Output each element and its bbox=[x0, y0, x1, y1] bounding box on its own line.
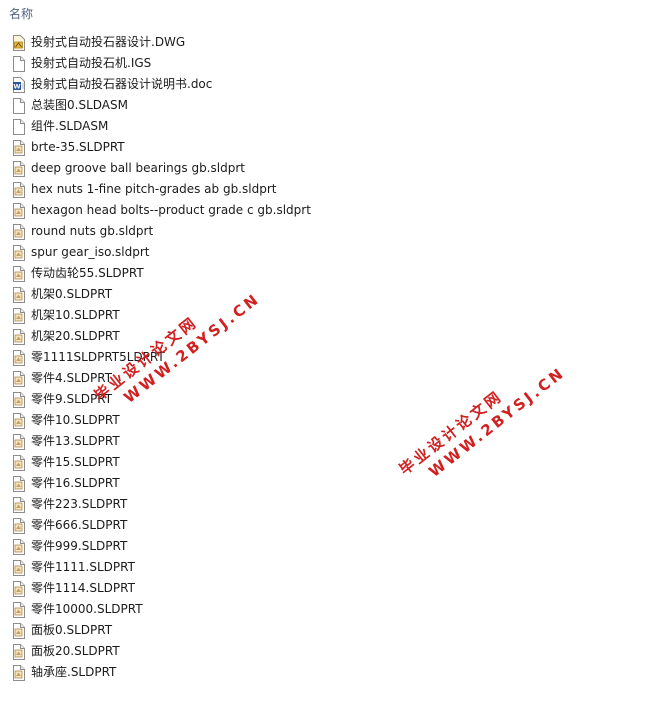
sldprt-file-icon bbox=[12, 433, 25, 450]
file-row[interactable]: 传动齿轮55.SLDPRT bbox=[0, 263, 667, 284]
blank-file-icon bbox=[12, 55, 25, 72]
file-name: hexagon head bolts--product grade c gb.s… bbox=[31, 203, 311, 217]
file-row[interactable]: brte-35.SLDPRT bbox=[0, 137, 667, 158]
sldprt-file-icon bbox=[12, 454, 25, 471]
sldprt-file-icon bbox=[12, 496, 25, 513]
file-name: 零件4.SLDPRT bbox=[31, 371, 113, 385]
file-name: 总装图0.SLDASM bbox=[31, 98, 128, 112]
file-name: brte-35.SLDPRT bbox=[31, 140, 125, 154]
file-row[interactable]: 总装图0.SLDASM bbox=[0, 95, 667, 116]
name-column-header[interactable]: 名称 bbox=[9, 7, 34, 21]
file-row[interactable]: 机架10.SLDPRT bbox=[0, 305, 667, 326]
sldprt-file-icon bbox=[12, 265, 25, 282]
file-name: 零件15.SLDPRT bbox=[31, 455, 120, 469]
sldprt-file-icon bbox=[12, 349, 25, 366]
file-name: 机架10.SLDPRT bbox=[31, 308, 120, 322]
file-name: 投射式自动投石机.IGS bbox=[31, 56, 152, 70]
file-name: 传动齿轮55.SLDPRT bbox=[31, 266, 144, 280]
sldprt-file-icon bbox=[12, 559, 25, 576]
file-name: 零件999.SLDPRT bbox=[31, 539, 128, 553]
sldprt-file-icon bbox=[12, 181, 25, 198]
dwg-file-icon bbox=[12, 34, 25, 51]
file-name: 零件666.SLDPRT bbox=[31, 518, 128, 532]
sldprt-file-icon bbox=[12, 517, 25, 534]
file-name: round nuts gb.sldprt bbox=[31, 224, 154, 238]
sldprt-file-icon bbox=[12, 370, 25, 387]
sldprt-file-icon bbox=[12, 580, 25, 597]
sldprt-file-icon bbox=[12, 643, 25, 660]
file-row[interactable]: 投射式自动投石机.IGS bbox=[0, 53, 667, 74]
file-row[interactable]: W 投射式自动投石器设计说明书.doc bbox=[0, 74, 667, 95]
file-name: 零件10.SLDPRT bbox=[31, 413, 120, 427]
file-row[interactable]: 零件10.SLDPRT bbox=[0, 410, 667, 431]
file-row[interactable]: 零件4.SLDPRT bbox=[0, 368, 667, 389]
file-row[interactable]: 零件9.SLDPRT bbox=[0, 389, 667, 410]
word-doc-icon: W bbox=[12, 76, 25, 93]
file-name: 零件10000.SLDPRT bbox=[31, 602, 143, 616]
file-row[interactable]: deep groove ball bearings gb.sldprt bbox=[0, 158, 667, 179]
file-name: 零件223.SLDPRT bbox=[31, 497, 128, 511]
blank-file-icon bbox=[12, 118, 25, 135]
file-name: 面板20.SLDPRT bbox=[31, 644, 120, 658]
file-row[interactable]: 面板20.SLDPRT bbox=[0, 641, 667, 662]
sldprt-file-icon bbox=[12, 328, 25, 345]
file-name: 零1111SLDPRT5LDPRT bbox=[31, 350, 165, 364]
file-row[interactable]: hexagon head bolts--product grade c gb.s… bbox=[0, 200, 667, 221]
sldprt-file-icon bbox=[12, 601, 25, 618]
sldprt-file-icon bbox=[12, 538, 25, 555]
file-row[interactable]: 零件1111.SLDPRT bbox=[0, 557, 667, 578]
file-name: 零件13.SLDPRT bbox=[31, 434, 120, 448]
file-name: 面板0.SLDPRT bbox=[31, 623, 113, 637]
sldprt-file-icon bbox=[12, 307, 25, 324]
file-name: 零件1111.SLDPRT bbox=[31, 560, 135, 574]
file-name: 机架0.SLDPRT bbox=[31, 287, 113, 301]
file-row[interactable]: 零件1114.SLDPRT bbox=[0, 578, 667, 599]
sldprt-file-icon bbox=[12, 286, 25, 303]
file-name: deep groove ball bearings gb.sldprt bbox=[31, 161, 245, 175]
file-row[interactable]: 机架20.SLDPRT bbox=[0, 326, 667, 347]
file-row[interactable]: 面板0.SLDPRT bbox=[0, 620, 667, 641]
file-name: 组件.SLDASM bbox=[31, 119, 109, 133]
file-list: 投射式自动投石器设计.DWG 投射式自动投石机.IGS W 投射式自动投石器设计说明书… bbox=[0, 32, 667, 683]
file-row[interactable]: round nuts gb.sldprt bbox=[0, 221, 667, 242]
sldprt-file-icon bbox=[12, 223, 25, 240]
sldprt-file-icon bbox=[12, 244, 25, 261]
file-name: spur gear_iso.sldprt bbox=[31, 245, 150, 259]
file-row[interactable]: 机架0.SLDPRT bbox=[0, 284, 667, 305]
file-row[interactable]: 组件.SLDASM bbox=[0, 116, 667, 137]
blank-file-icon bbox=[12, 97, 25, 114]
sldprt-file-icon bbox=[12, 139, 25, 156]
file-row[interactable]: 零件13.SLDPRT bbox=[0, 431, 667, 452]
file-row[interactable]: 零件223.SLDPRT bbox=[0, 494, 667, 515]
sldprt-file-icon bbox=[12, 475, 25, 492]
file-name: 投射式自动投石器设计.DWG bbox=[31, 35, 186, 49]
file-row[interactable]: 零1111SLDPRT5LDPRT bbox=[0, 347, 667, 368]
file-row[interactable]: 投射式自动投石器设计.DWG bbox=[0, 32, 667, 53]
file-row[interactable]: 零件10000.SLDPRT bbox=[0, 599, 667, 620]
file-row[interactable]: 零件666.SLDPRT bbox=[0, 515, 667, 536]
file-row[interactable]: hex nuts 1-fine pitch-grades ab gb.sldpr… bbox=[0, 179, 667, 200]
svg-text:W: W bbox=[13, 82, 20, 90]
file-row[interactable]: 零件15.SLDPRT bbox=[0, 452, 667, 473]
file-name: 零件16.SLDPRT bbox=[31, 476, 120, 490]
file-row[interactable]: 轴承座.SLDPRT bbox=[0, 662, 667, 683]
sldprt-file-icon bbox=[12, 391, 25, 408]
sldprt-file-icon bbox=[12, 160, 25, 177]
file-row[interactable]: 零件999.SLDPRT bbox=[0, 536, 667, 557]
file-name: 机架20.SLDPRT bbox=[31, 329, 120, 343]
file-name: 轴承座.SLDPRT bbox=[31, 665, 117, 679]
sldprt-file-icon bbox=[12, 202, 25, 219]
file-name: 投射式自动投石器设计说明书.doc bbox=[31, 77, 213, 91]
sldprt-file-icon bbox=[12, 622, 25, 639]
file-name: hex nuts 1-fine pitch-grades ab gb.sldpr… bbox=[31, 182, 277, 196]
file-row[interactable]: spur gear_iso.sldprt bbox=[0, 242, 667, 263]
file-name: 零件9.SLDPRT bbox=[31, 392, 113, 406]
file-row[interactable]: 零件16.SLDPRT bbox=[0, 473, 667, 494]
sldprt-file-icon bbox=[12, 412, 25, 429]
file-name: 零件1114.SLDPRT bbox=[31, 581, 135, 595]
sldprt-file-icon bbox=[12, 664, 25, 681]
